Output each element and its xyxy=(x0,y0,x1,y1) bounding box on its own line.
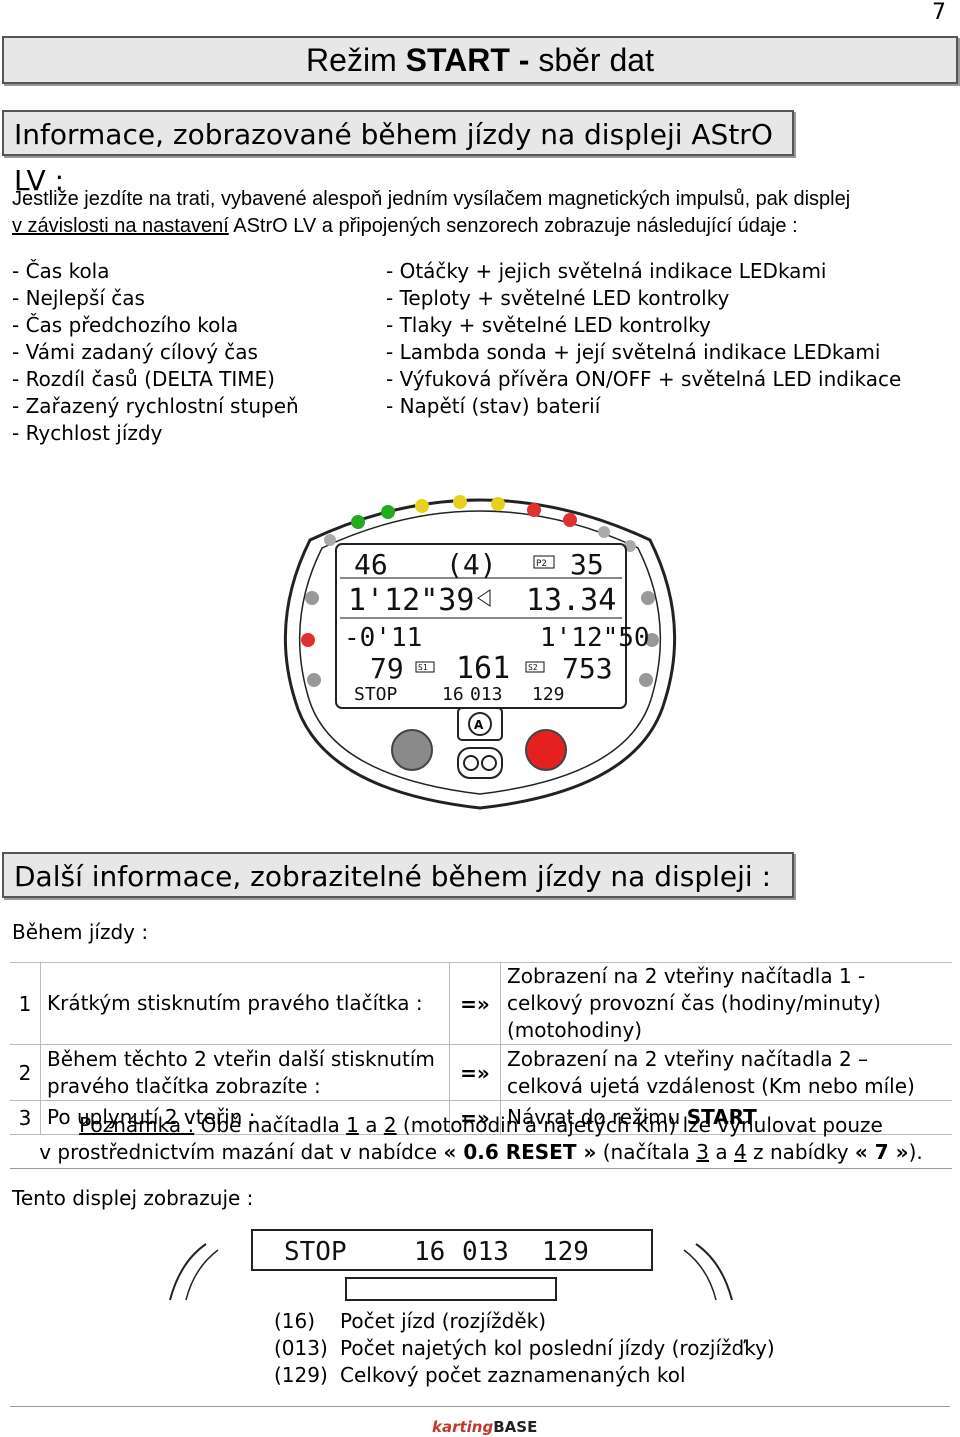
astro-device-illustration: 46 (4) P2 35 1'12"39 13.34 -0'11 1'12"50… xyxy=(283,495,677,810)
side-led xyxy=(301,633,315,647)
lcd-speed: 13.34 xyxy=(526,583,616,618)
led-dot xyxy=(598,526,610,538)
led-indicator-row xyxy=(324,495,636,552)
arrow-icon: =» xyxy=(449,1044,501,1101)
section-heading-display-info: Informace, zobrazované během jízdy na di… xyxy=(2,110,794,197)
step-result: Zobrazení na 2 vteřiny načítadla 2 – cel… xyxy=(500,1044,952,1101)
list-item: - Vámi zadaný cílový čas xyxy=(12,340,258,364)
right-button xyxy=(525,729,567,771)
list-item: - Napětí (stav) baterií xyxy=(386,394,601,418)
list-item: - Výfuková přívěra ON/OFF + světelná LED… xyxy=(386,367,902,391)
side-led xyxy=(639,673,653,687)
led-dot xyxy=(491,497,505,511)
this-display-label: Tento displej zobrazuje : xyxy=(12,1186,254,1210)
during-ride-label: Během jízdy : xyxy=(12,920,149,944)
table-row: 3 Po uplynutí 2 vteřin : =» Návrat do re… xyxy=(10,1100,952,1135)
list-left: - Čas kola - Nejlepší čas - Čas předchoz… xyxy=(12,258,299,447)
arrow-icon: =» xyxy=(449,1100,501,1135)
step-text: Během těchto 2 vteřin další stisknutím p… xyxy=(40,1044,450,1101)
device-inner-outline xyxy=(298,510,662,795)
led-dot xyxy=(351,515,365,529)
table-row: 1 Krátkým stisknutím pravého tlačítka : … xyxy=(10,962,952,1045)
led-dot xyxy=(624,540,636,552)
page-number: 7 xyxy=(932,0,946,25)
strip-run-count: 16 xyxy=(414,1237,445,1267)
lcd-total-laps: 129 xyxy=(532,684,565,705)
lcd-rpm: 46 xyxy=(354,548,388,581)
section-heading-more-info: Další informace, zobrazitelné během jízd… xyxy=(2,852,794,898)
lcd-temp-1: 79 xyxy=(370,652,404,685)
svg-text:S2: S2 xyxy=(528,663,538,672)
lcd-lap-count: 013 xyxy=(470,684,503,705)
strip-total-laps: 129 xyxy=(542,1237,589,1267)
led-dot xyxy=(324,534,336,546)
step-number: 3 xyxy=(10,1100,41,1135)
led-dot xyxy=(563,513,577,527)
led-dot xyxy=(527,503,541,517)
footer-divider xyxy=(10,1406,950,1407)
legend-item: (129)Celkový počet zaznamenaných kol xyxy=(274,1363,686,1387)
list-item: - Tlaky + světelné LED kontrolky xyxy=(386,313,711,337)
step-text: Krátkým stisknutím pravého tlačítka : xyxy=(40,962,450,1045)
table-row: 2 Během těchto 2 vteřin další stisknutím… xyxy=(10,1044,952,1101)
svg-text:A: A xyxy=(474,718,484,732)
lcd-pressure: 35 xyxy=(570,548,604,581)
legend-item: (16)Počet jízd (rozjížděk) xyxy=(274,1309,547,1333)
svg-text:S1: S1 xyxy=(418,663,428,672)
list-item: - Lambda sonda + její světelná indikace … xyxy=(386,340,881,364)
step-text: Po uplynutí 2 vteřin : xyxy=(40,1100,450,1135)
list-item: - Rychlost jízdy xyxy=(12,421,163,445)
lcd-status: STOP xyxy=(354,684,398,705)
logo-button xyxy=(457,707,503,741)
side-led xyxy=(305,591,319,605)
step-result: Návrat do režimu START xyxy=(500,1100,952,1135)
legend-item: (013)Počet najetých kol poslední jízdy (… xyxy=(274,1336,775,1360)
lcd-gear: (4) xyxy=(446,548,497,581)
device-outline xyxy=(283,498,677,810)
list-item: - Teploty + světelné LED kontrolky xyxy=(386,286,730,310)
left-button xyxy=(391,729,433,771)
led-dot xyxy=(415,499,429,513)
led-dot xyxy=(381,505,395,519)
side-led xyxy=(641,591,655,605)
list-right: - Otáčky + jejich světelná indikace LEDk… xyxy=(386,258,901,420)
step-number: 2 xyxy=(10,1044,41,1101)
strip-lap-count: 013 xyxy=(462,1237,509,1267)
astro-logo-icon xyxy=(468,712,492,736)
page-title: Režim START - sběr dat xyxy=(2,36,958,84)
step-result: Zobrazení na 2 vteřiny načítadla 1 - cel… xyxy=(500,962,952,1045)
display-strip-illustration: STOP 16 013 129 xyxy=(169,1229,733,1301)
list-item: - Čas předchozího kola xyxy=(12,313,239,337)
side-led xyxy=(645,633,659,647)
side-led xyxy=(307,673,321,687)
lcd-lap-time: 1'12"39 xyxy=(348,583,474,618)
lcd-delta: -0'11 xyxy=(344,623,422,653)
list-item: - Zařazený rychlostní stupeň xyxy=(12,394,299,418)
lcd-best-time: 1'12"50 xyxy=(540,623,650,653)
note: Poznámka : Obě načítadla 1 a 2 (motohodi… xyxy=(10,1112,952,1169)
strip-status: STOP xyxy=(284,1237,347,1267)
step-number: 1 xyxy=(10,962,41,1045)
svg-text:P2: P2 xyxy=(536,559,547,569)
legend-list: (16)Počet jízd (rozjížděk) (013)Počet na… xyxy=(274,1308,775,1389)
list-item: - Čas kola xyxy=(12,259,110,283)
lcd-temp-2: 753 xyxy=(562,652,613,685)
list-item: - Otáčky + jejich světelná indikace LEDk… xyxy=(386,259,827,283)
intro-paragraph: Jestliže jezdíte na trati, vybavené ales… xyxy=(12,188,851,237)
lcd-run-count: 16 xyxy=(442,684,464,705)
arrow-icon: =» xyxy=(449,962,501,1045)
list-item: - Nejlepší čas xyxy=(12,286,145,310)
kartingbase-logo: kartingBASE xyxy=(432,1418,538,1436)
list-item: - Rozdíl časů (DELTA TIME) xyxy=(12,367,275,391)
lcd-temp-main: 161 xyxy=(456,651,510,686)
steps-table: 1 Krátkým stisknutím pravého tlačítka : … xyxy=(10,962,952,1135)
led-dot xyxy=(453,495,467,509)
